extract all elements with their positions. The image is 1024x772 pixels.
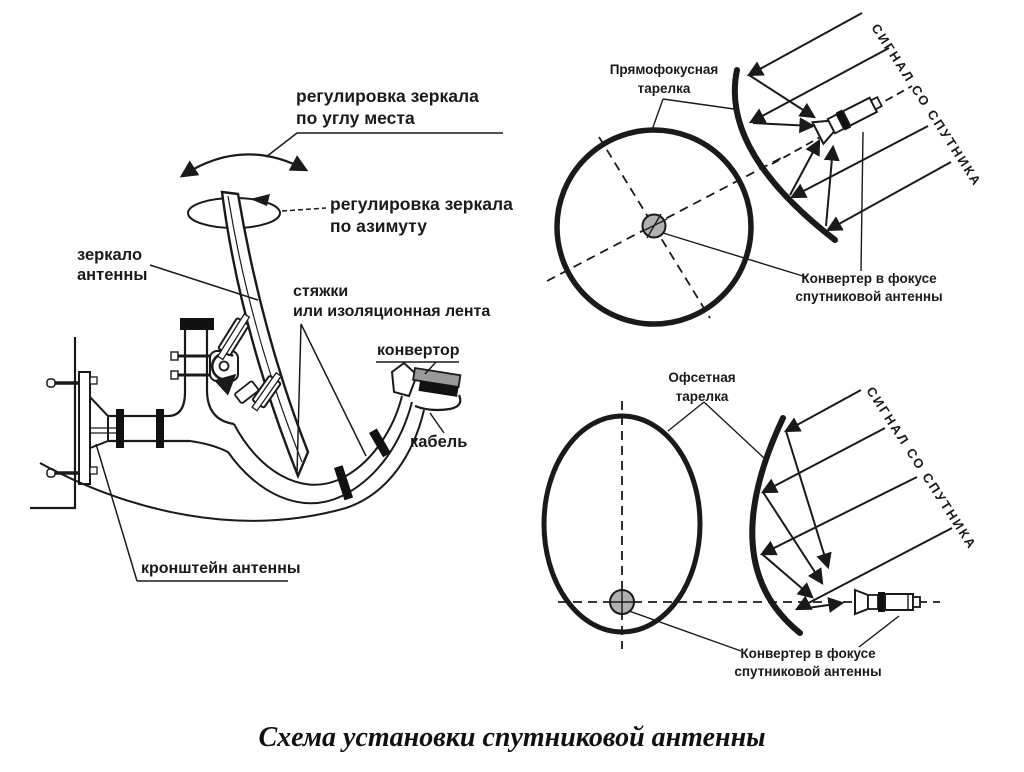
lnb-cable-loop — [414, 394, 462, 412]
offset-axis-arrow — [800, 597, 845, 613]
hub-cross — [640, 213, 668, 239]
bracket-plate — [78, 371, 91, 485]
offset-reflected-ray-1 — [785, 430, 832, 570]
ties-leader-lines — [296, 323, 367, 475]
reflected-ray-1 — [748, 74, 817, 119]
dish-axis-dashed-shallow — [546, 156, 784, 282]
dish-mirror — [220, 190, 310, 480]
pf-converter-leader-line — [860, 131, 864, 272]
bracket-label: кронштейн антенны — [141, 560, 301, 577]
incoming-signal-ray-1 — [746, 12, 863, 77]
prime-focus-dish-label: Прямофокусная тарелка — [609, 62, 719, 96]
mast-bolt-head-2 — [170, 370, 179, 380]
offset-hub-cross — [610, 590, 634, 614]
arm-tie-band-2 — [369, 428, 391, 458]
pivot-axis-circle — [218, 360, 230, 372]
prime-focus-dish-front-view — [554, 127, 754, 327]
azimuth-arrowhead — [250, 194, 270, 206]
tube-clamp-band-2 — [156, 409, 164, 448]
offset-incoming-ray-4 — [794, 527, 953, 611]
offset-reflected-ray-3 — [761, 553, 814, 599]
offset-hub-leader-line — [628, 610, 742, 652]
mast-clamp-bolts — [176, 354, 211, 377]
offset-converter-leader-line — [858, 615, 900, 648]
offset-incoming-ray-2 — [760, 427, 886, 494]
mast-pipe — [167, 330, 235, 426]
arm-tie-band-1 — [334, 465, 354, 501]
offset-reflected-ray-2 — [762, 491, 824, 586]
prime-focus-diagram-drawing — [546, 12, 952, 327]
offset-incoming-ray-1 — [783, 389, 862, 433]
prime-focus-converter-label: Конвертер в фокусе спутниковой антенны — [795, 271, 943, 305]
bracket-leader-line — [95, 443, 138, 582]
offset-diagram-drawing — [541, 389, 953, 652]
offset-dish-label: Офсетная тарелка — [668, 370, 736, 404]
lnb-body — [412, 366, 462, 397]
mast-cap — [180, 318, 214, 330]
elevation-adjust-label: регулировка зеркала по углу места — [296, 86, 479, 128]
incoming-signal-ray-2 — [748, 47, 890, 124]
tube-clamp-band-1 — [116, 409, 124, 448]
incoming-signal-ray-3 — [789, 125, 929, 199]
elevation-leader-line — [265, 132, 503, 158]
reflected-ray-4 — [823, 144, 840, 227]
offset-dish-label-leaders — [667, 401, 765, 459]
incoming-signal-ray-4 — [825, 161, 952, 232]
mast-bolt-head-1 — [170, 351, 179, 361]
ties-label: стяжки или изоляционная лента — [293, 283, 491, 320]
plate-nub-top — [89, 376, 98, 385]
offset-dish-side-arc — [749, 415, 803, 636]
mirror-leader-line — [149, 264, 259, 301]
cable-leader-line — [429, 412, 445, 434]
plate-nub-bottom — [89, 466, 98, 475]
prime-focus-lnb — [810, 96, 883, 146]
converter-leader-line — [424, 361, 437, 375]
reflected-ray-3 — [789, 138, 821, 196]
prime-focus-dish-side-arc — [731, 67, 838, 243]
elevation-arrow — [179, 153, 309, 178]
wall-edge — [30, 337, 77, 510]
diagram-caption: Схема установки спутниковой антенны — [258, 722, 766, 753]
offset-converter-label: Конвертер в фокусе спутниковой антенны — [734, 646, 882, 680]
mirror-label: зеркало антенны — [77, 246, 148, 285]
pf-dish-label-leaders — [651, 98, 735, 131]
cable-line — [39, 409, 425, 522]
bolt-head-top — [46, 378, 56, 388]
upper-dish-clamp — [216, 313, 251, 361]
cone-bolt-lines — [90, 427, 120, 434]
offset-lnb — [854, 588, 921, 616]
dish-mirror-inner-line — [227, 195, 303, 463]
lnb-horn — [390, 361, 419, 398]
azimuth-adjust-label: регулировка зеркала по азимуту — [330, 194, 513, 236]
hub-leader-line — [662, 232, 807, 278]
installation-dish-drawing — [30, 132, 503, 582]
offset-incoming-ray-3 — [759, 476, 918, 556]
bracket-cone — [89, 394, 109, 450]
lower-dish-clamp — [251, 371, 283, 412]
pivot-lower-link — [234, 380, 260, 404]
azimuth-leader-line — [281, 207, 327, 212]
reflected-ray-2 — [752, 117, 816, 134]
cable-label: кабель — [410, 433, 468, 451]
converter-label: конвертор — [377, 342, 460, 359]
